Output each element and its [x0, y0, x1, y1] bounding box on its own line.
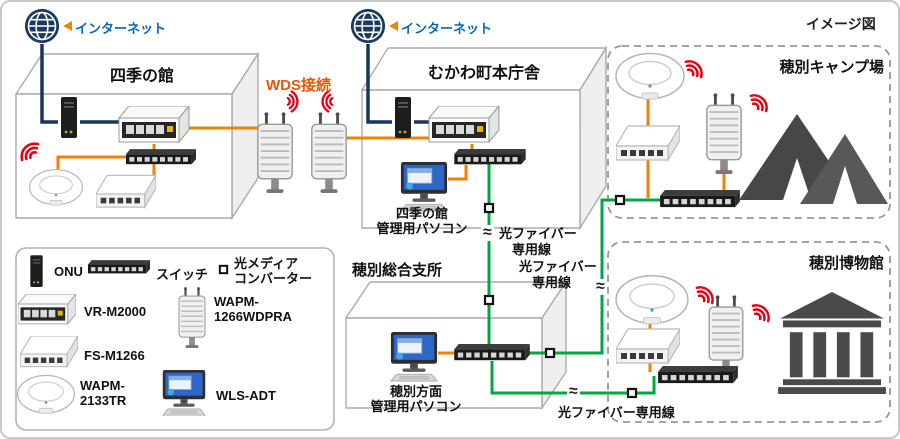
internet-lines: [40, 44, 430, 124]
legend-label-line: 1266WDPRA: [214, 309, 293, 324]
fiber-label-2b: 専用線: [532, 275, 572, 290]
wireless-ap-round-icon: [615, 274, 689, 325]
switch-icon: [660, 190, 740, 208]
media-converter-icon: [614, 194, 626, 206]
pc-label-sogo: 穂別方面 管理用パソコン: [364, 384, 468, 414]
legend-label-switch: スイッチ: [156, 267, 209, 282]
pc-label-honcho: 四季の館 管理用パソコン: [370, 206, 474, 236]
legend-label-flat-ap: FS-M1266: [84, 348, 145, 363]
internet-arrow-icon: [389, 21, 398, 31]
onu-icon: [30, 255, 43, 287]
router-vr-m2000-icon: [118, 106, 190, 143]
legend-label-line: WAPM-: [214, 294, 259, 309]
fiber-break-mark: ≈: [594, 278, 607, 295]
site-title-shiki: 四季の館: [109, 68, 174, 85]
site-title-sogo: 穂別総合支所: [352, 262, 443, 279]
pc-label-line: 四季の館: [395, 206, 448, 221]
legend-label-line: WAPM-: [80, 378, 125, 393]
wireless-ap-flat-icon: [616, 328, 680, 364]
switch-icon: [454, 344, 530, 361]
pc-label-line: 管理用パソコン: [370, 399, 462, 414]
legend-label-pc: WLS-ADT: [216, 388, 276, 403]
wireless-ap-round-icon: [17, 374, 75, 414]
legend-label-onu: ONU: [54, 264, 83, 279]
wireless-ap-round-icon: [615, 52, 685, 100]
wireless-ap-flat-icon: [616, 125, 680, 161]
wireless-ap-flat-icon: [96, 174, 156, 208]
legend-box: [15, 247, 335, 431]
media-converter-icon: [483, 294, 495, 306]
onu-icon: [395, 97, 411, 138]
wds-connection-label: WDS接続: [266, 77, 331, 94]
internet-label: インターネット: [401, 21, 493, 36]
tent-icons: [739, 114, 888, 204]
switch-icon: [88, 260, 150, 274]
internet-label: インターネット: [75, 21, 167, 36]
router-vr-m2000-icon: [428, 106, 500, 143]
internet-globe-icon: [24, 8, 60, 44]
wireless-ap-round-icon: [28, 169, 84, 206]
switch-icon: [454, 149, 526, 165]
site-title-honcho: むかわ町本庁舎: [427, 65, 540, 82]
media-converter-icon: [544, 347, 556, 359]
fiber-break-mark: ≈: [567, 383, 580, 400]
pc-label-line: 管理用パソコン: [376, 221, 468, 236]
legend-label-line: 光メディア: [234, 256, 299, 271]
legend-label-line: 2133TR: [80, 393, 127, 408]
legend-label-line: コンバーター: [234, 271, 313, 286]
legend-label-round-ap: WAPM- 2133TR: [80, 378, 126, 408]
fiber-label-3: 光ファイバー専用線: [558, 405, 675, 420]
router-vr-m2000-icon: [18, 294, 76, 325]
fiber-label-2: 光ファイバー: [519, 259, 597, 274]
legend-label-outdoor-ap: WAPM- 1266WDPRA: [214, 294, 292, 324]
media-converter-icon: [483, 202, 495, 214]
media-converter-icon: [218, 264, 229, 275]
outdoor-ap-icon: [310, 110, 348, 194]
image-caption: イメージ図: [806, 16, 876, 32]
legend-label-router: VR-M2000: [84, 304, 147, 319]
site-title-museum: 穂別博物館: [808, 255, 884, 272]
onu-icon: [61, 97, 77, 138]
legend-label-media-converter: 光メディア コンバーター: [234, 256, 312, 286]
outdoor-ap-icon: [256, 110, 294, 194]
internet-arrow-icon: [63, 21, 72, 31]
fiber-label-1b: 専用線: [512, 242, 552, 257]
switch-icon: [658, 366, 738, 384]
site-title-camp: 穂別キャンプ場: [779, 59, 884, 76]
wireless-ap-flat-icon: [20, 336, 78, 368]
pc-label-line: 穂別方面: [389, 384, 442, 399]
media-converter-icon: [626, 387, 638, 399]
internet-globe-icon: [350, 8, 386, 44]
fiber-label-1: 光ファイバー: [499, 226, 577, 241]
switch-icon: [126, 149, 196, 165]
fiber-break-mark: ≈: [481, 224, 494, 241]
